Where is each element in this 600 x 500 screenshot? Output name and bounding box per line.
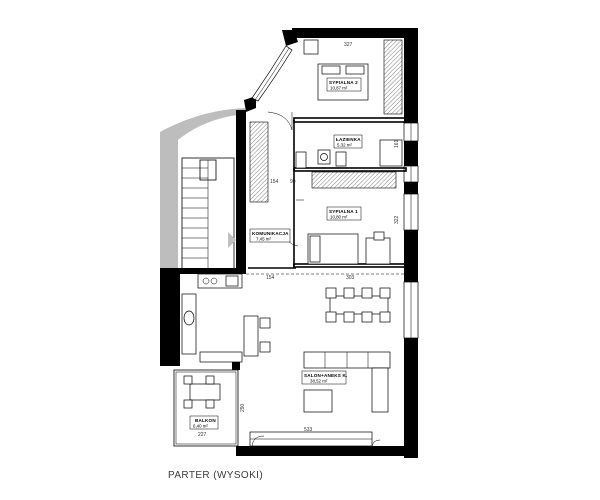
stair-arrow-icon	[228, 232, 236, 248]
stair-shell-curve	[160, 108, 245, 270]
room-label-lazienka: ŁAZIENKA 5,32 m²	[333, 134, 363, 149]
lazienka-fixtures	[295, 139, 403, 169]
room-name-lazienka: ŁAZIENKA	[336, 137, 361, 142]
dim-salon-width: 303	[346, 275, 355, 281]
room-area-sypialna2: 10,87 m²	[330, 86, 348, 91]
dim-balkon-width: 227	[198, 432, 207, 438]
balkon	[173, 369, 239, 447]
room-area-komunikacja: 7,45 m²	[256, 237, 271, 242]
sypialna1-furniture	[296, 171, 397, 265]
dim-kitchen-width: 154	[266, 275, 275, 281]
dim-salon-bottom: 533	[304, 427, 313, 433]
room-label-sypialna1: SYPIALNA 1 10,80 m²	[326, 206, 362, 221]
floor-label: PARTER (WYSOKI)	[168, 470, 264, 481]
staircase	[181, 157, 236, 271]
kitchen	[181, 273, 271, 363]
room-name-sypialna1: SYPIALNA 1	[329, 209, 358, 214]
room-name-komunikacja: KOMUNIKACJA	[252, 231, 289, 236]
dim-lazienka-height: 161	[394, 139, 400, 148]
dining-table	[325, 287, 391, 323]
room-label-sypialna2: SYPIALNA 2 10,87 m²	[326, 77, 362, 92]
room-area-salon: 38,52 m²	[310, 379, 328, 384]
dim-corridor-small: 90	[290, 179, 296, 185]
windows-right	[403, 122, 419, 339]
room-area-lazienka: 5,32 m²	[337, 143, 352, 148]
room-name-salon: SALON+ANEKS K.	[304, 373, 348, 378]
room-label-komunikacja: KOMUNIKACJA 7,45 m²	[249, 228, 291, 243]
room-label-salon: SALON+ANEKS K. 38,52 m²	[301, 370, 348, 385]
dim-sypialna1-height: 322	[394, 215, 400, 224]
dim-corridor-width: 154	[270, 179, 279, 185]
room-label-balkon: BALKON 6,40 m²	[189, 415, 219, 430]
window-bottom	[249, 431, 373, 447]
living-room-sofa	[303, 351, 391, 413]
dim-balkon-side: 290	[240, 403, 246, 412]
wardrobe-corridor	[249, 121, 269, 203]
room-name-balkon: BALKON	[195, 418, 216, 423]
dimension-labels: 327 161 322 154 90 303 154 533 227 290	[198, 42, 400, 438]
room-name-sypialna2: SYPIALNA 2	[329, 80, 358, 85]
sypialna2-furniture	[303, 39, 403, 115]
outer-walls	[160, 28, 418, 458]
room-area-balkon: 6,40 m²	[193, 424, 208, 429]
curved-window	[251, 45, 293, 102]
room-area-sypialna1: 10,80 m²	[330, 215, 348, 220]
dim-sypialna2-width: 327	[344, 42, 353, 48]
